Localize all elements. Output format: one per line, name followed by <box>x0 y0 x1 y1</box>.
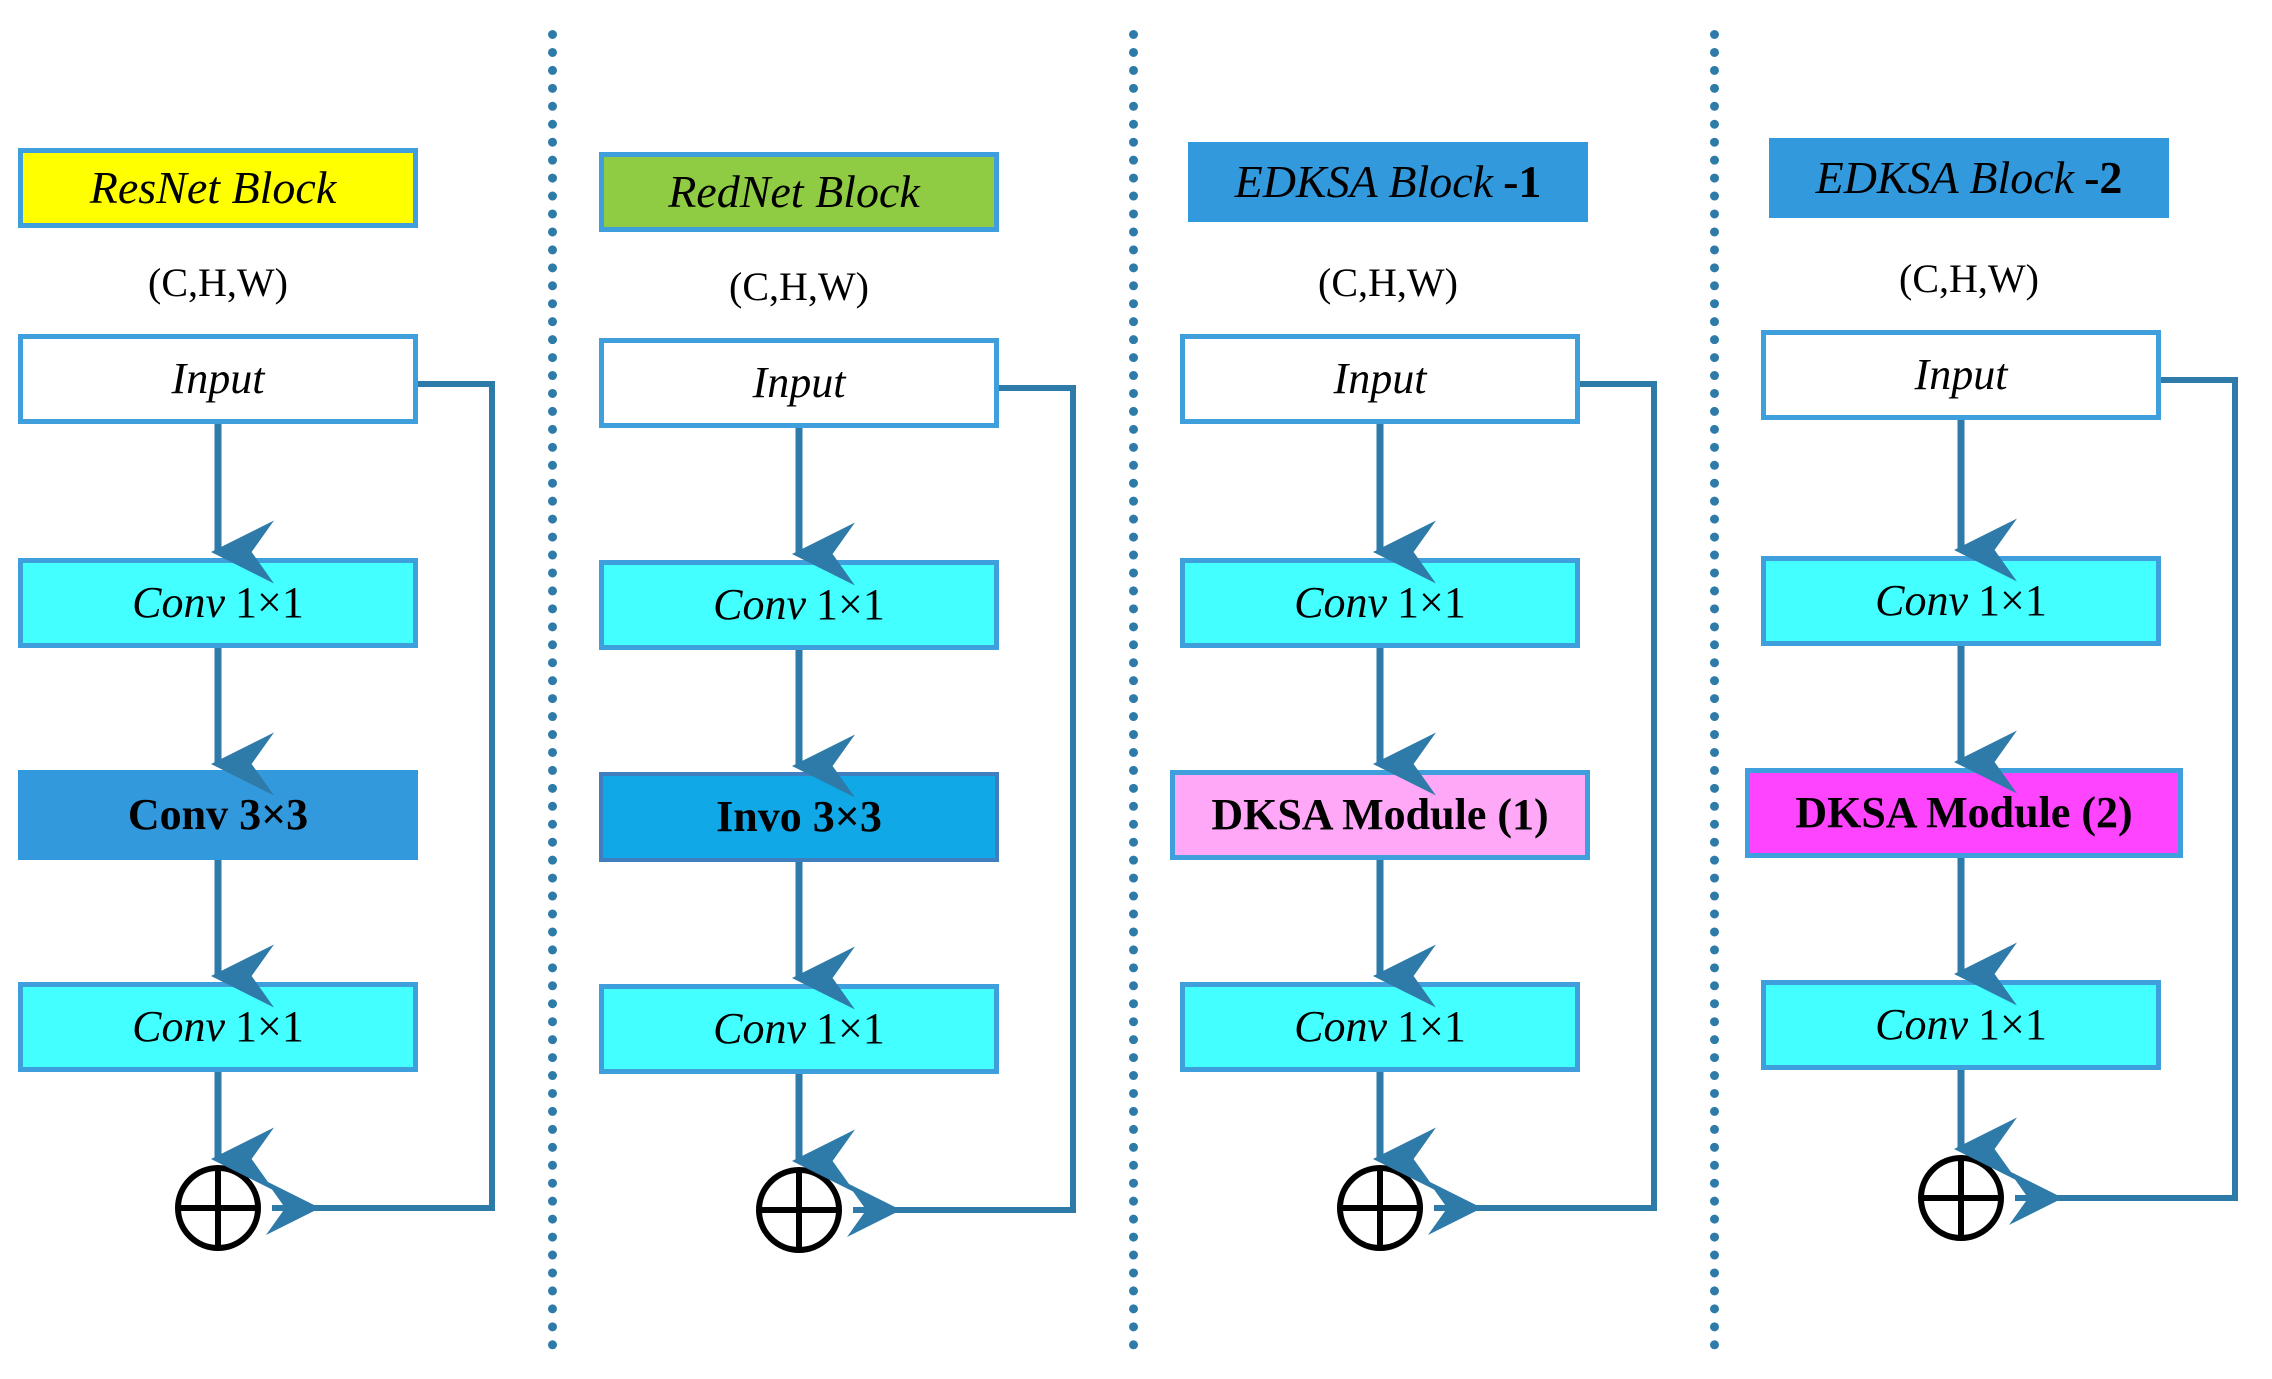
header-resnet: ResNet Block <box>18 148 418 228</box>
node-label: Input <box>1914 350 2008 399</box>
shape-label-edksa-1: (C,H,W) <box>1318 260 1458 305</box>
node-label: Input <box>171 354 265 403</box>
wires-edksa-2 <box>1954 377 2238 1225</box>
node-label: DKSA Module (2) <box>1795 788 2133 837</box>
node-input-edksa-1: Input <box>1180 334 1580 424</box>
node-label-upright: 1×1 <box>816 1004 885 1053</box>
node-input-rednet: Input <box>599 338 999 428</box>
header-title-text: RedNet Block <box>668 166 920 217</box>
header-suffix-text: -2 <box>2084 152 2123 203</box>
node-label-upright: 1×1 <box>1397 578 1466 627</box>
node-label: Input <box>752 358 846 407</box>
shape-label-resnet: (C,H,W) <box>148 260 288 305</box>
header-edksa-2: EDKSA Block-2 <box>1769 138 2169 218</box>
node-label-italic: Conv <box>1875 1000 1969 1049</box>
header-title-text: EDKSA Block <box>1234 156 1494 207</box>
header-title-text: ResNet Block <box>89 162 337 213</box>
header-suffix-text: -1 <box>1503 156 1542 207</box>
node-label-upright: 1×1 <box>1978 1000 2047 1049</box>
header-title-text: EDKSA Block <box>1815 152 2075 203</box>
node-label: Input <box>1333 354 1427 403</box>
wires-rednet <box>792 385 1076 1237</box>
node-label-italic: Conv <box>1294 578 1388 627</box>
node-dksa-module-2: DKSA Module (2) <box>1745 768 2183 858</box>
node-label-italic: Conv <box>1294 1002 1388 1051</box>
node-label: Conv 3×3 <box>127 790 309 839</box>
header-edksa-1: EDKSA Block-1 <box>1188 142 1588 222</box>
node-label-italic: Conv <box>132 578 226 627</box>
wires-resnet <box>211 381 495 1235</box>
shape-label-rednet: (C,H,W) <box>729 264 869 309</box>
wires-edksa-1 <box>1373 381 1657 1235</box>
node-label-upright: 1×1 <box>1397 1002 1466 1051</box>
node-input-resnet: Input <box>18 334 418 424</box>
node-label-upright: 1×1 <box>235 578 304 627</box>
node-label-upright: 1×1 <box>235 1002 304 1051</box>
column-divider-3 <box>1710 30 1719 1350</box>
node-label-italic: Conv <box>713 580 807 629</box>
node-invo3x3-rednet: Invo 3×3 <box>599 772 999 862</box>
shape-label-edksa-2: (C,H,W) <box>1899 256 2039 301</box>
node-label-italic: Conv <box>713 1004 807 1053</box>
node-label-italic: Conv <box>132 1002 226 1051</box>
node-label: DKSA Module (1) <box>1211 790 1549 839</box>
node-input-edksa-2: Input <box>1761 330 2161 420</box>
column-divider-1 <box>548 30 557 1350</box>
header-rednet: RedNet Block <box>599 152 999 232</box>
node-label-upright: 1×1 <box>816 580 885 629</box>
node-label-upright: 1×1 <box>1978 576 2047 625</box>
column-divider-2 <box>1129 30 1138 1350</box>
node-label-italic: Conv <box>1875 576 1969 625</box>
node-label: Invo 3×3 <box>716 792 882 841</box>
